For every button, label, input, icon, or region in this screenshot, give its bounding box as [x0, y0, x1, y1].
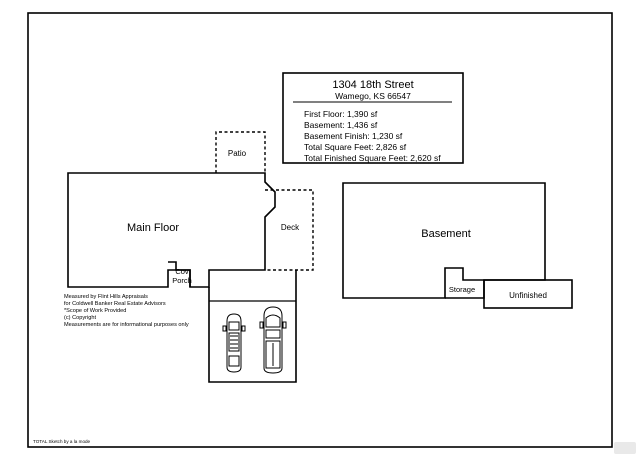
address-line-2: Wamego, KS 66547 — [335, 91, 411, 101]
total-finished-sf: Total Finished Square Feet: 2,620 sf — [304, 153, 441, 163]
note-line-2: for Coldwell Banker Real Estate Advisors — [64, 301, 166, 307]
deck: Deck — [265, 189, 314, 271]
appraisal-notes: Measured by Flint Hills Appraisals for C… — [64, 294, 189, 328]
note-line-5: Measurements are for informational purpo… — [64, 322, 189, 328]
garage-outline — [208, 270, 297, 383]
sketch-credit: TOTAL Sketch by a la mode — [33, 439, 91, 444]
basement-label: Basement — [421, 228, 471, 240]
page-border — [27, 12, 613, 448]
basement-outline — [342, 182, 546, 299]
storage-label: Storage — [449, 285, 475, 294]
basement-sf: Basement: 1,436 sf — [304, 120, 378, 130]
deck-outline — [265, 189, 314, 271]
basement: Basement — [342, 182, 546, 299]
deck-label: Deck — [281, 223, 300, 232]
unfinished-label: Unfinished — [509, 291, 547, 300]
cov-porch-outline — [168, 261, 191, 287]
corner-watermark — [614, 442, 636, 454]
patio-outline — [215, 131, 266, 173]
cov-porch-label-1: Cov — [175, 267, 189, 276]
unfinished-outline — [483, 279, 573, 309]
note-line-4: (c) Copyright — [64, 315, 96, 321]
cov-porch: Cov Porch — [168, 261, 192, 287]
note-line-1: Measured by Flint Hills Appraisals — [64, 294, 148, 300]
truck-top-view-icon — [259, 306, 287, 374]
cov-porch-label-2: Porch — [172, 276, 192, 285]
info-box: 1304 18th Street Wamego, KS 66547 First … — [282, 72, 464, 164]
address-line-1: 1304 18th Street — [332, 79, 413, 91]
unfinished: Unfinished — [483, 279, 573, 309]
note-line-3: *Scope of Work Provided — [64, 308, 126, 314]
main-floor: Main Floor — [67, 172, 276, 288]
basement-finish-sf: Basement Finish: 1,230 sf — [304, 131, 403, 141]
car-top-view-icon — [222, 313, 246, 373]
info-box-frame — [282, 72, 464, 164]
total-sf: Total Square Feet: 2,826 sf — [304, 142, 407, 152]
first-floor-sf: First Floor: 1,390 sf — [304, 109, 378, 119]
storage: Storage — [445, 280, 485, 299]
patio: Patio — [215, 131, 266, 173]
patio-label: Patio — [228, 149, 247, 158]
main-floor-label: Main Floor — [127, 222, 179, 234]
main-floor-outline — [67, 172, 276, 288]
garage — [208, 270, 297, 383]
